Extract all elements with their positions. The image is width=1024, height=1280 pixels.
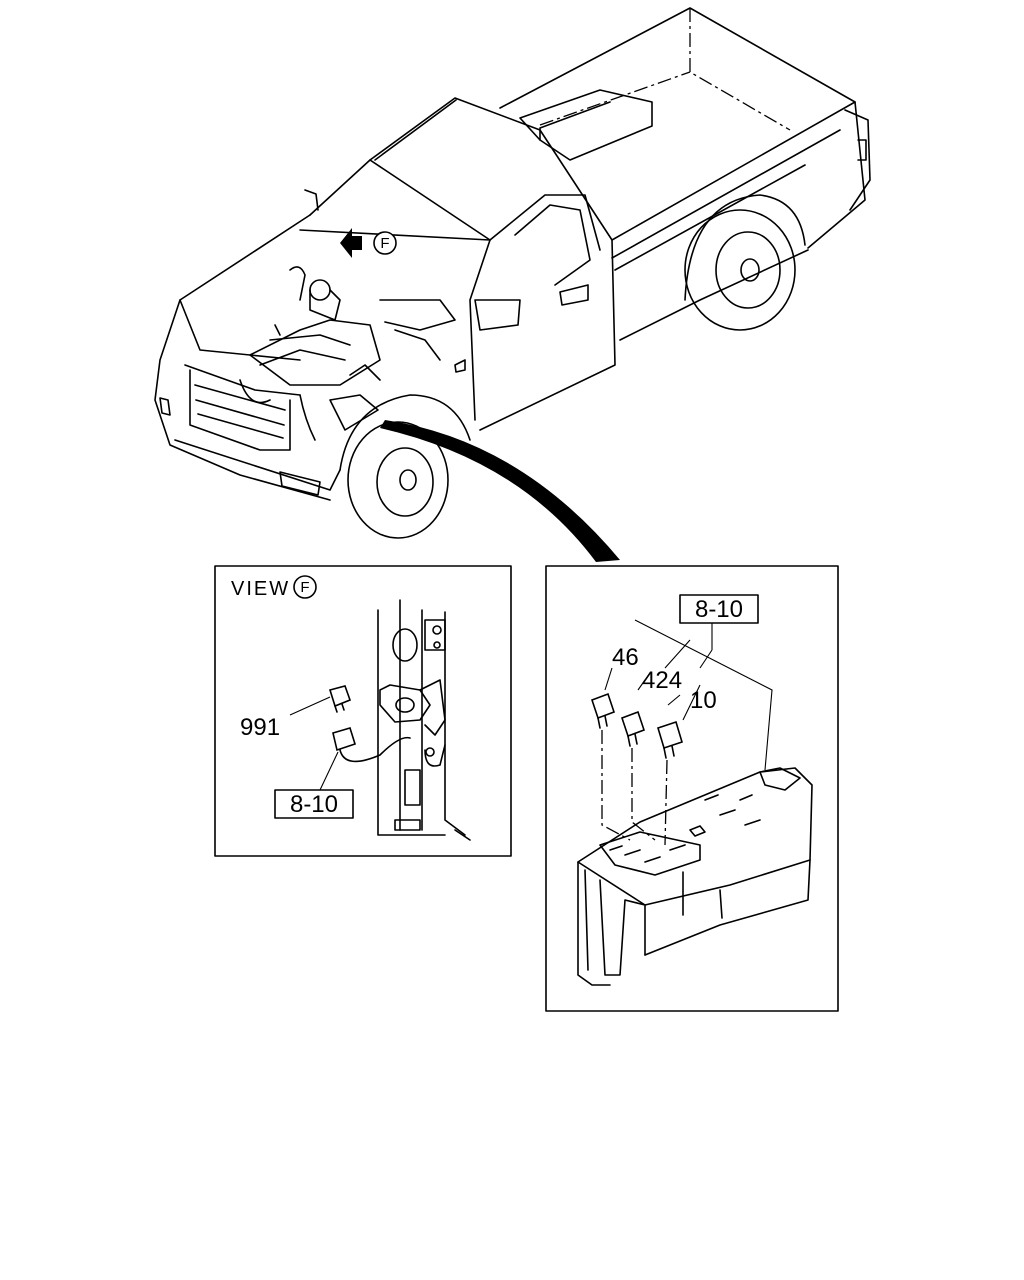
view-f-title: VIEW <box>231 578 290 600</box>
relay-991 <box>328 685 352 713</box>
view-f-panel: VIEW F 991 <box>214 565 512 857</box>
truck-bed <box>499 7 871 341</box>
relay-10 <box>657 720 683 759</box>
truck-cab <box>299 97 616 431</box>
install-line-46 <box>601 730 631 841</box>
engine-bay <box>239 266 456 441</box>
front-wheel <box>339 394 471 539</box>
install-line-10 <box>664 759 668 846</box>
callout-991-leader <box>289 696 331 716</box>
rear-wheel <box>684 194 806 331</box>
fuse-box-ref-leaders <box>634 619 773 771</box>
fuse-box-leader <box>380 420 620 562</box>
callout-424: 424 <box>642 667 682 694</box>
truck-front <box>154 214 466 501</box>
pickup-truck-illustration: F <box>154 7 871 562</box>
relay-424 <box>620 710 646 747</box>
callout-46: 46 <box>612 644 639 671</box>
relay-46 <box>590 692 616 729</box>
fuse-box-panel: 8-10 46 424 10 <box>545 565 839 1012</box>
install-line-424 <box>631 748 656 841</box>
view-f-bracket <box>377 599 471 841</box>
fuse-relay-box <box>577 767 813 986</box>
fuse-box-ref-box: 8-10 <box>695 596 743 623</box>
view-f-arrow-marker: F <box>380 235 389 252</box>
view-f-ref-box: 8-10 <box>290 791 338 818</box>
callout-991: 991 <box>240 714 280 741</box>
callout-10: 10 <box>690 687 717 714</box>
relay-socket-harness <box>332 727 446 767</box>
view-f-title-marker: F <box>300 579 309 596</box>
view-f-ref-leader <box>319 751 339 791</box>
view-f-direction-arrow: F <box>340 228 397 258</box>
